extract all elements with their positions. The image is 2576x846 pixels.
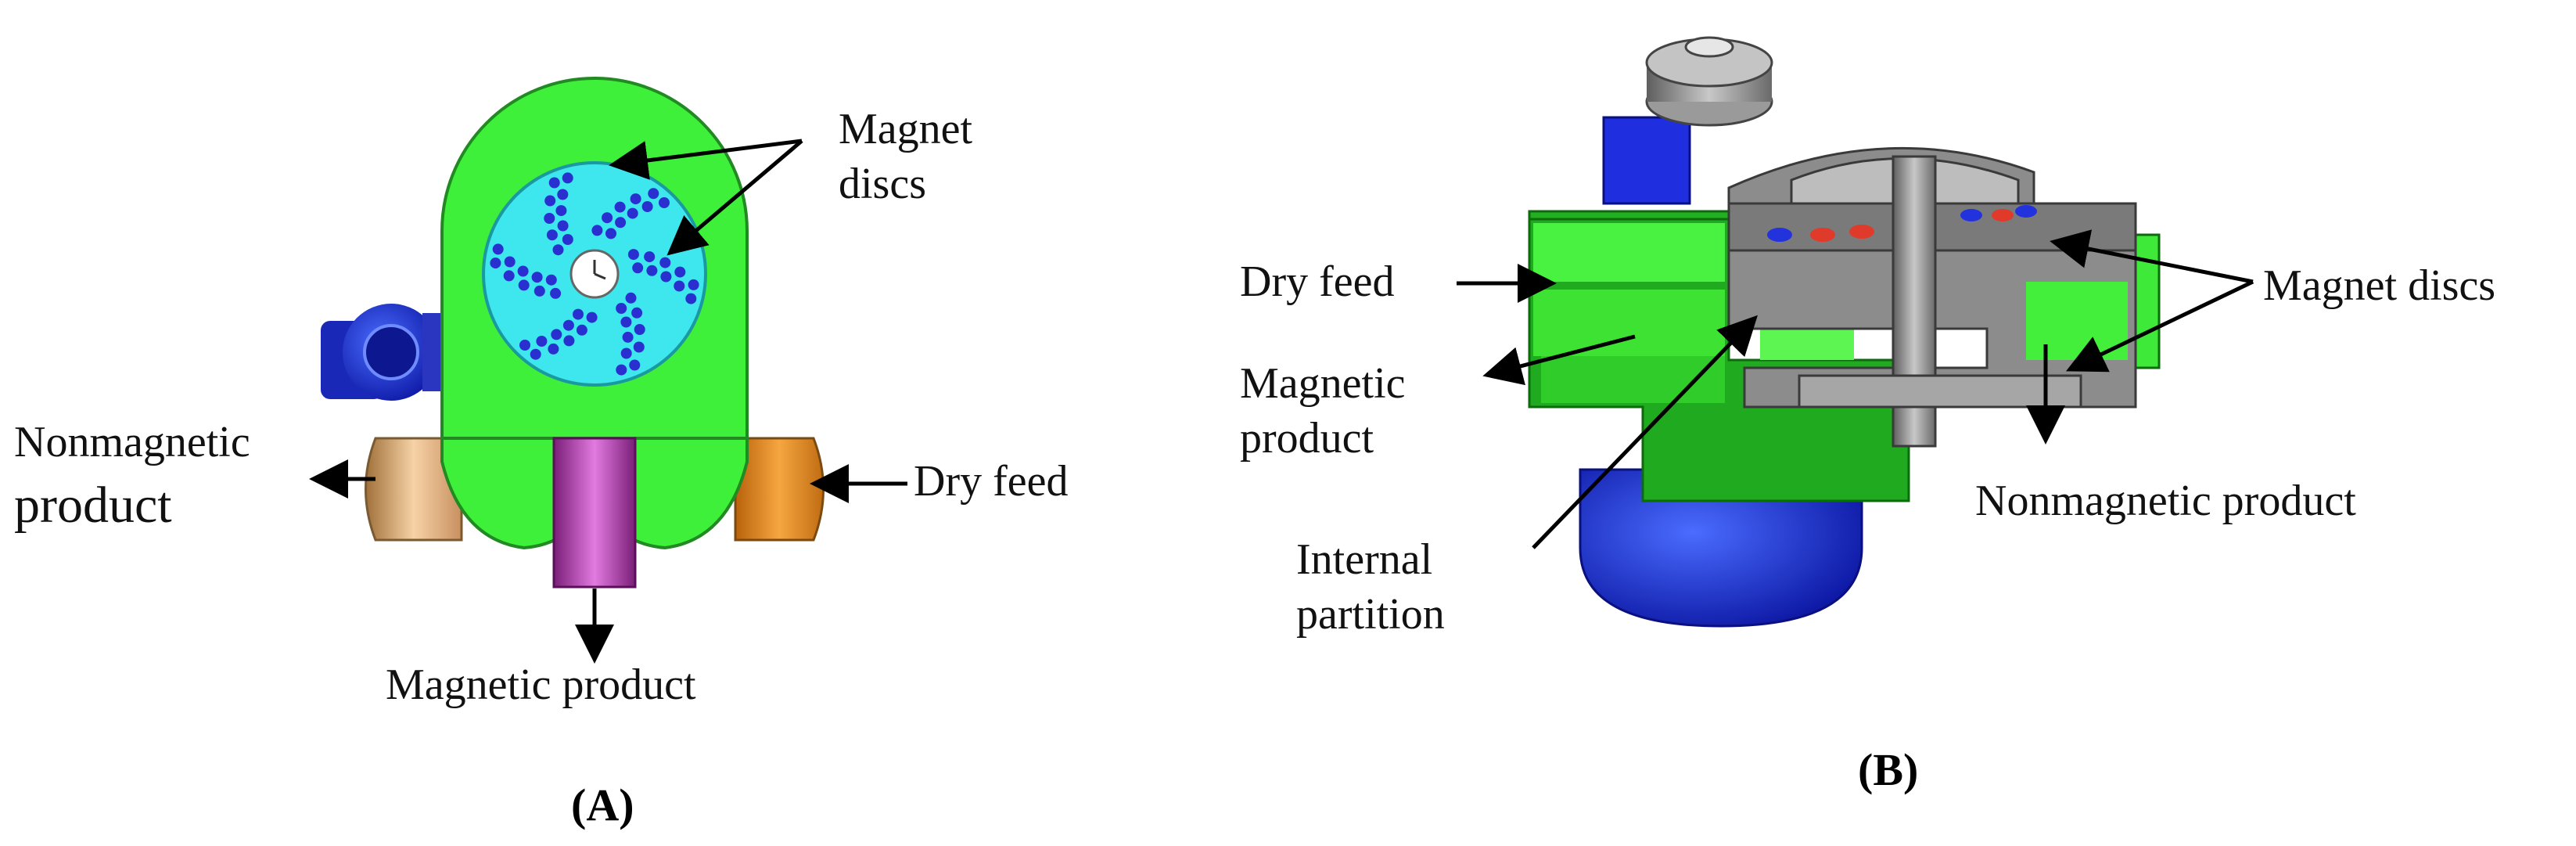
label-internal-partition-b: Internal partition	[1296, 535, 1445, 639]
magnet-dot	[518, 279, 530, 291]
magnet-dot	[633, 341, 645, 353]
magnet-dot	[646, 265, 658, 276]
magnet-dot	[557, 189, 569, 200]
magnet-dot	[562, 172, 573, 184]
magnet-dot	[627, 207, 638, 219]
pulley-b	[1645, 36, 1773, 127]
magnet-dot	[544, 213, 555, 224]
magnet-dot	[544, 195, 556, 207]
magnet-dot	[563, 335, 575, 347]
magnet-dot	[591, 225, 603, 236]
magnet-dot	[562, 234, 573, 245]
magnet-dot	[605, 228, 616, 239]
magnet-dot	[644, 251, 656, 263]
magnet-dot	[546, 229, 558, 241]
magnet-dot	[685, 293, 697, 304]
magnetic-outlet-a	[552, 437, 637, 589]
label-magnetic-product-a: Magnetic product	[386, 661, 696, 709]
magnet-dot	[503, 270, 515, 282]
panel-b-drawing	[1528, 36, 2161, 628]
magnet-dot	[616, 364, 627, 376]
side-motor-a	[321, 304, 446, 401]
magnet-dot	[632, 262, 644, 274]
magnet-dot	[616, 303, 627, 314]
magnet-dot	[641, 201, 653, 212]
arrow-internal-partition-b	[1532, 315, 1758, 549]
panel-b-arrows	[1457, 229, 2254, 549]
magnet-dot	[548, 177, 560, 189]
magnet-dot	[552, 244, 564, 256]
magnet-dot	[534, 285, 545, 297]
label-magnet-discs-b: Magnet discs	[2263, 261, 2496, 310]
magnet-dot	[531, 272, 543, 283]
magnet-dot	[634, 324, 645, 335]
magnet-dot	[674, 280, 685, 292]
magnet-dot	[620, 316, 632, 328]
label-magnetic-product-b: Magnetic product	[1240, 359, 1406, 463]
caption-a: (A)	[571, 779, 634, 830]
magnets-b	[1767, 205, 2037, 242]
magnet-dot	[492, 243, 504, 255]
arrow-magnet-discs-2	[666, 139, 803, 256]
magnet-dot	[629, 359, 641, 371]
arrow-magnetic-product-b	[1482, 334, 1636, 386]
label-dry-feed-b: Dry feed	[1240, 257, 1395, 306]
magnet-dot	[557, 220, 569, 232]
magnet-dot	[545, 274, 557, 286]
magnet-dot	[614, 201, 626, 213]
label-dry-feed-a: Dry feed	[914, 457, 1069, 506]
label-nonmagnetic-a-line1: Nonmagnetic	[14, 418, 250, 466]
magnet-dot	[620, 347, 632, 359]
magnet-dot	[631, 307, 643, 319]
magnet-dot	[504, 256, 516, 268]
arrow-magnet-discs-b-2	[2065, 279, 2254, 373]
magnet-dots-a	[490, 172, 699, 376]
label-nonmagnetic-product-b: Nonmagnetic product	[1975, 477, 2356, 525]
magnet-dot	[519, 340, 530, 351]
magnet-dot	[562, 319, 574, 331]
magnet-dot	[550, 287, 562, 299]
magnet-dot	[573, 308, 584, 320]
nonmagnetic-outlet-a	[365, 437, 463, 542]
magnet-dot	[576, 324, 587, 336]
magnet-dot	[490, 257, 501, 269]
magnet-dot	[586, 311, 598, 323]
magnet-dot	[536, 336, 548, 347]
panel-a-arrows	[309, 139, 907, 664]
magnet-dot	[602, 212, 613, 224]
magnet-dot	[555, 205, 567, 217]
magnet-dot	[530, 348, 541, 360]
magnet-dot	[627, 249, 639, 261]
magnet-dot	[625, 292, 637, 304]
magnet-dot	[630, 193, 641, 205]
magnet-dot	[615, 217, 627, 229]
magnet-dot	[551, 329, 562, 340]
magnet-dot	[659, 197, 670, 208]
panel-a-drawing	[321, 77, 825, 589]
magnet-dot	[648, 188, 659, 200]
magnet-dot	[688, 279, 699, 290]
magnet-dot	[674, 266, 686, 278]
motor-b	[1579, 468, 1863, 628]
label-magnet-discs-a: Magnet discs	[839, 105, 973, 208]
caption-b: (B)	[1858, 744, 1919, 795]
magnet-dot	[548, 343, 559, 355]
arrow-magnet-discs-1	[609, 139, 803, 180]
magnet-dot	[660, 271, 672, 283]
arrow-magnet-discs-b-1	[2050, 229, 2254, 284]
magnet-dot	[659, 257, 671, 268]
magnet-dot	[517, 265, 529, 277]
magnet-dot	[622, 331, 634, 343]
label-nonmagnetic-a-line2: product	[14, 477, 172, 534]
